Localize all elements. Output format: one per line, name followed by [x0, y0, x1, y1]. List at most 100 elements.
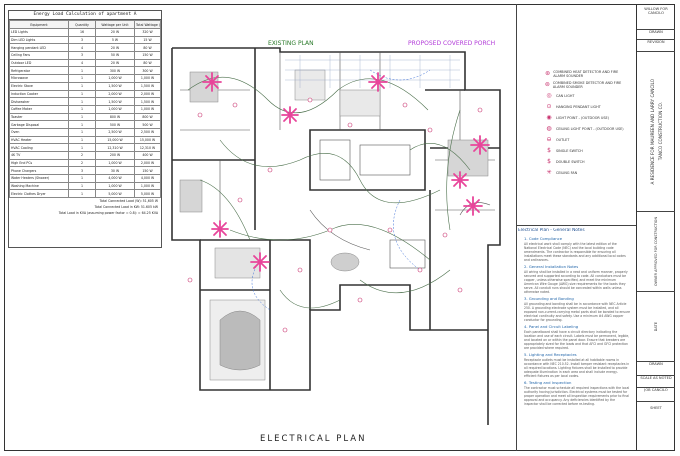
note-section-title: 5. Lighting and Receptacles: [524, 352, 577, 357]
total-wattage-cell: 15 W: [134, 35, 161, 45]
drawn-field: DRAWN: [637, 362, 675, 376]
legend-symbol-icon: $: [547, 158, 551, 165]
legend-item: $ DOUBLE SWITCH: [542, 156, 630, 167]
wattage-unit-cell: 4,000 W: [95, 174, 135, 183]
wattage-unit-cell: 5,000 W: [95, 189, 135, 199]
header-equipment: Equipment: [9, 20, 69, 29]
quantity-cell: 1: [68, 66, 96, 76]
equipment-cell: High End PCs: [9, 158, 69, 168]
total-wattage-cell: 1,000 W: [134, 74, 161, 83]
wattage-unit-cell: 500 W: [95, 120, 135, 129]
wattage-unit-cell: 2,000 W: [95, 89, 135, 99]
quantity-cell: 4: [68, 58, 96, 68]
equipment-cell: Phone Chargers: [9, 166, 69, 176]
legend-symbol-icon: ⊙: [546, 103, 552, 110]
note-section-title: 3. Grounding and Bonding: [524, 296, 574, 301]
equipment-cell: Ceiling Fans: [9, 51, 69, 60]
wattage-unit-cell: 30 W: [95, 166, 135, 176]
equipment-cell: Washing Machine: [9, 181, 69, 191]
equipment-cell: Electric Stove: [9, 81, 69, 91]
wattage-unit-cell: 20 W: [95, 43, 135, 53]
equipment-cell: Toaster: [9, 112, 69, 122]
load-table-header-row: Equipment Quantity Wattage per Unit Tota…: [9, 20, 161, 29]
quantity-cell: 1: [68, 143, 96, 152]
title-block: WILLOW FOR CANCILO DRAWN REVISION A RESI…: [636, 4, 675, 451]
legend-symbol-icon: ◍: [546, 125, 552, 132]
total-connected-load: Total Connected Load (W): 51,605 W: [99, 199, 158, 204]
total-wattage-cell: 800 W: [134, 112, 161, 122]
note-section-text: The contractor must schedule all require…: [524, 386, 630, 406]
date-label: DATE: [654, 321, 658, 332]
legend-label: DOUBLE SWITCH: [556, 159, 585, 164]
quantity-cell: 3: [68, 166, 96, 176]
approval-stamp-text: OWNER APPROVED FOR CONSTRUCTION: [654, 217, 658, 286]
client-company-block: A RESIDENCE FOR MAUREEN AND LARRY CANCIL…: [637, 52, 675, 212]
walls: [171, 47, 501, 425]
drawing-title: ELECTRICAL PLAN: [260, 434, 367, 444]
load-table-grid: Equipment Quantity Wattage per Unit Tota…: [9, 20, 161, 199]
electrical-floor-plan: [171, 47, 501, 425]
legend-symbol-icon: ⊛: [545, 70, 551, 77]
wattage-unit-cell: 300 W: [95, 66, 135, 76]
legend-label: CAN LIGHT: [556, 93, 575, 98]
total-wattage-cell: 80 W: [134, 58, 161, 68]
header-quantity: Quantity: [68, 20, 96, 29]
legend-symbol-icon: $: [547, 147, 551, 154]
company-name: TANCO CONSTRUCTION CO.: [657, 102, 663, 161]
total-wattage-cell: 400 W: [134, 151, 161, 160]
wattage-unit-cell: 5 W: [95, 35, 135, 45]
wattage-unit-cell: 1,500 W: [95, 97, 135, 106]
job-field: JOB CANCILO: [637, 388, 675, 402]
equipment-cell: Water Heaters (Shower): [9, 174, 69, 183]
scale-field: SCALE AS NOTED: [637, 376, 675, 388]
total-wattage-cell: 2,000 W: [134, 158, 161, 168]
note-section-text: All electrical work shall comply with th…: [524, 242, 626, 262]
note-section-text: Receptacle outlets must be installed at …: [524, 358, 630, 378]
total-wattage-cell: 1,500 W: [134, 81, 161, 91]
equipment-cell: Hanging pendant LED: [9, 43, 69, 53]
note-section-text: All wiring shall be installed in a neat …: [524, 270, 628, 294]
sheet-border: [4, 4, 675, 451]
total-wattage-cell: 320 W: [134, 28, 161, 37]
quantity-cell: 1: [68, 181, 96, 191]
quantity-cell: 1: [68, 81, 96, 91]
quantity-cell: 1: [68, 104, 96, 114]
equipment-cell: LED Lights: [9, 28, 69, 37]
legend-item: ✳CEILING FAN: [542, 167, 630, 178]
legend-item: ⊚COMBINED SMOKE DETECTOR AND FIRE ALARM …: [542, 79, 630, 90]
note-section-title: 2. General Installation Notes: [524, 264, 579, 269]
quantity-cell: 2: [68, 151, 96, 160]
equipment-cell: HVAC Heater: [9, 135, 69, 145]
existing-plan-label: EXISTING PLAN: [268, 40, 314, 47]
notes-top-rule: [516, 225, 636, 226]
note-section-title: 1. Code Compliance: [524, 236, 563, 241]
equipment-cell: Dim LED Lights: [9, 35, 69, 45]
equipment-cell: HVAC Cooling: [9, 143, 69, 152]
approval-stamp: OWNER APPROVED FOR CONSTRUCTION: [637, 212, 675, 292]
switch-legs: [251, 69, 431, 311]
equipment-cell: Dishwasher: [9, 97, 69, 106]
note-section-text: Each panelboard shall have a circuit dir…: [524, 330, 630, 350]
symbol-legend: ⊛COMBINED HEAT DETECTOR AND FIRE ALARM S…: [542, 68, 630, 178]
total-wattage-cell: 300 W: [134, 66, 161, 76]
wattage-unit-cell: 200 W: [95, 151, 135, 160]
date-block: DATE: [637, 292, 675, 362]
wattage-unit-cell: 1,000 W: [95, 74, 135, 83]
notes-heading: Electrical Plan - General Notes: [518, 228, 585, 233]
quantity-cell: 1: [68, 127, 96, 137]
legend-label: OUTLET: [556, 137, 570, 142]
